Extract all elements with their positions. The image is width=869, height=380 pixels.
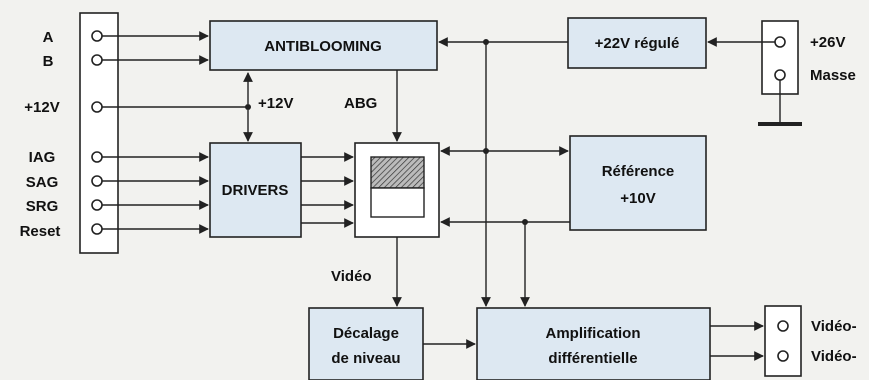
regulator-label: +22V régulé [595, 35, 680, 52]
level-shift-label-line1: Décalage [333, 325, 399, 342]
pin-sag [91, 175, 103, 187]
output-pin-label-2: Vidéo- [811, 348, 857, 365]
output-connector [764, 305, 802, 377]
pin-srg [91, 199, 103, 211]
pin-label-reset: Reset [20, 223, 61, 240]
video-label: Vidéo [331, 268, 372, 285]
ccd-image-area [370, 156, 425, 189]
amplifier-block [476, 307, 711, 380]
reference-label-line2: +10V [620, 190, 655, 207]
pin-12v [91, 101, 103, 113]
drivers-block [209, 142, 302, 238]
pin-masse [774, 69, 786, 81]
pin-label-12v: +12V [24, 99, 59, 116]
abg-label: ABG [344, 95, 377, 112]
pin-b [91, 54, 103, 66]
pin-label-iag: IAG [29, 149, 56, 166]
level-shift-block [308, 307, 424, 380]
power-pin-label-26v: +26V [810, 34, 845, 51]
antiblooming-label: ANTIBLOOMING [264, 38, 382, 55]
left-connector [79, 12, 119, 254]
pin-iag [91, 151, 103, 163]
pin-label-a: A [43, 29, 54, 46]
pin-a [91, 30, 103, 42]
supply-12v-label: +12V [258, 95, 293, 112]
reference-block [569, 135, 707, 231]
antiblooming-block [209, 20, 438, 71]
output-pin-label-1: Vidéo- [811, 318, 857, 335]
drivers-label: DRIVERS [222, 182, 289, 199]
amplifier-label-line2: différentielle [548, 350, 637, 367]
amplifier-label-line1: Amplification [545, 325, 640, 342]
pin-video-out-2 [777, 350, 789, 362]
pin-label-sag: SAG [26, 174, 59, 191]
ccd-storage-area [370, 187, 425, 218]
junction-12v [245, 104, 251, 110]
regulator-block [567, 17, 707, 69]
pin-video-out-1 [777, 320, 789, 332]
pin-reset [91, 223, 103, 235]
level-shift-label-line2: de niveau [331, 350, 400, 367]
reference-label-line1: Référence [602, 163, 675, 180]
power-pin-label-masse: Masse [810, 67, 856, 84]
pin-label-srg: SRG [26, 198, 59, 215]
pin-26v [774, 36, 786, 48]
pin-label-b: B [43, 53, 54, 70]
